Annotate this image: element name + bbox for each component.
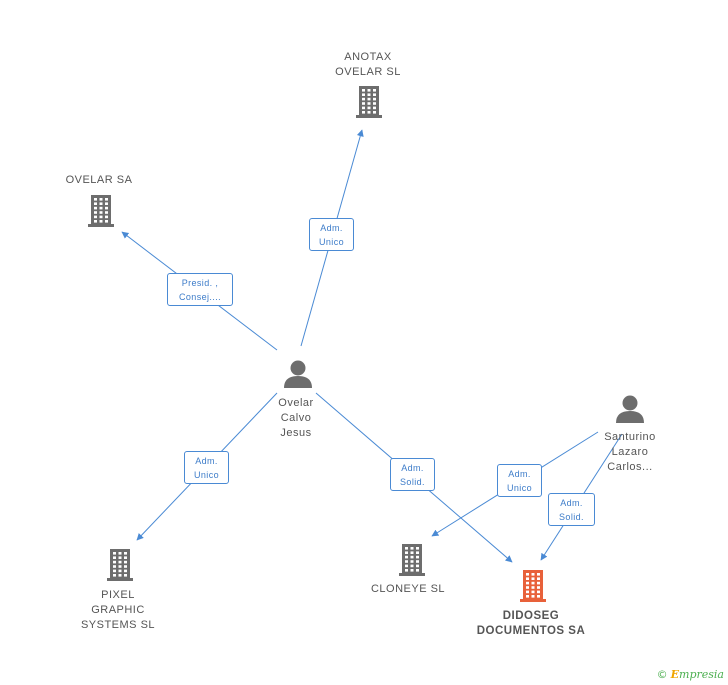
brand-initial: E [670, 668, 680, 681]
role-line: Presid. , [181, 278, 219, 288]
building-icon-ovelar-sa[interactable] [88, 195, 114, 227]
building-icon-anotax[interactable] [356, 86, 382, 118]
node-label-line: DIDOSEG [502, 610, 560, 622]
node-label-line: Santurino [604, 431, 656, 443]
node-label-line: PIXEL [101, 589, 135, 601]
node-label-line: SYSTEMS SL [80, 619, 156, 631]
building-icon-cloneye[interactable] [399, 544, 425, 576]
building-icon-pixel[interactable] [107, 549, 133, 581]
node-pixel-graphic-systems-sl[interactable]: PIXEL GRAPHIC SYSTEMS SL [68, 588, 168, 633]
role-box-ovelar-ovelar-sa[interactable]: Presid. , Consej.... [167, 273, 233, 306]
role-box-ovelar-anotax[interactable]: Adm. Unico [309, 218, 354, 251]
role-line: Adm. [508, 469, 531, 479]
role-line: Unico [506, 483, 532, 493]
copyright-symbol: © [656, 668, 668, 681]
node-ovelar-sa[interactable]: OVELAR SA [54, 173, 144, 188]
person-icon-ovelar-calvo[interactable] [284, 360, 312, 389]
node-label-line: OVELAR SL [335, 66, 401, 78]
role-line: Solid. [559, 512, 584, 522]
node-santurino-lazaro-carlos[interactable]: Santurino Lazaro Carlos... [590, 430, 670, 475]
role-box-santurino-cloneye[interactable]: Adm. Unico [497, 464, 542, 497]
node-label-line: Ovelar [278, 397, 314, 409]
role-line: Adm. [320, 223, 343, 233]
node-label-line: Calvo [280, 412, 312, 424]
node-label-line: DOCUMENTOS SA [476, 625, 586, 637]
role-line: Consej.... [178, 292, 222, 302]
role-box-ovelar-didoseg[interactable]: Adm. Solid. [390, 458, 435, 491]
node-label-line: CLONEYE SL [370, 583, 446, 595]
building-icon-didoseg[interactable] [520, 570, 546, 602]
node-anotax-ovelar-sl[interactable]: ANOTAX OVELAR SL [320, 50, 416, 80]
role-line: Adm. [401, 463, 424, 473]
role-line: Unico [318, 237, 344, 247]
node-label-line: GRAPHIC [91, 604, 145, 616]
node-label-line: Carlos... [607, 461, 653, 473]
role-line: Adm. [560, 498, 583, 508]
node-label-line: Lazaro [611, 446, 649, 458]
role-box-ovelar-pixel[interactable]: Adm. Unico [184, 451, 229, 484]
node-label-line: ANOTAX [344, 51, 392, 63]
node-ovelar-calvo-jesus[interactable]: Ovelar Calvo Jesus [260, 396, 332, 441]
brand-name: mpresia [679, 668, 724, 681]
person-icon-santurino[interactable] [616, 395, 644, 424]
role-line: Adm. [195, 456, 218, 466]
role-line: Solid. [400, 477, 425, 487]
node-didoseg-documentos-sa[interactable]: DIDOSEG DOCUMENTOS SA [466, 609, 596, 639]
node-label-line: OVELAR SA [65, 174, 133, 186]
role-box-santurino-didoseg[interactable]: Adm. Solid. [548, 493, 595, 526]
node-label-line: Jesus [280, 427, 312, 439]
empresia-logo: ©Empresia [657, 668, 724, 681]
node-cloneye-sl[interactable]: CLONEYE SL [360, 582, 456, 597]
role-line: Unico [193, 470, 219, 480]
